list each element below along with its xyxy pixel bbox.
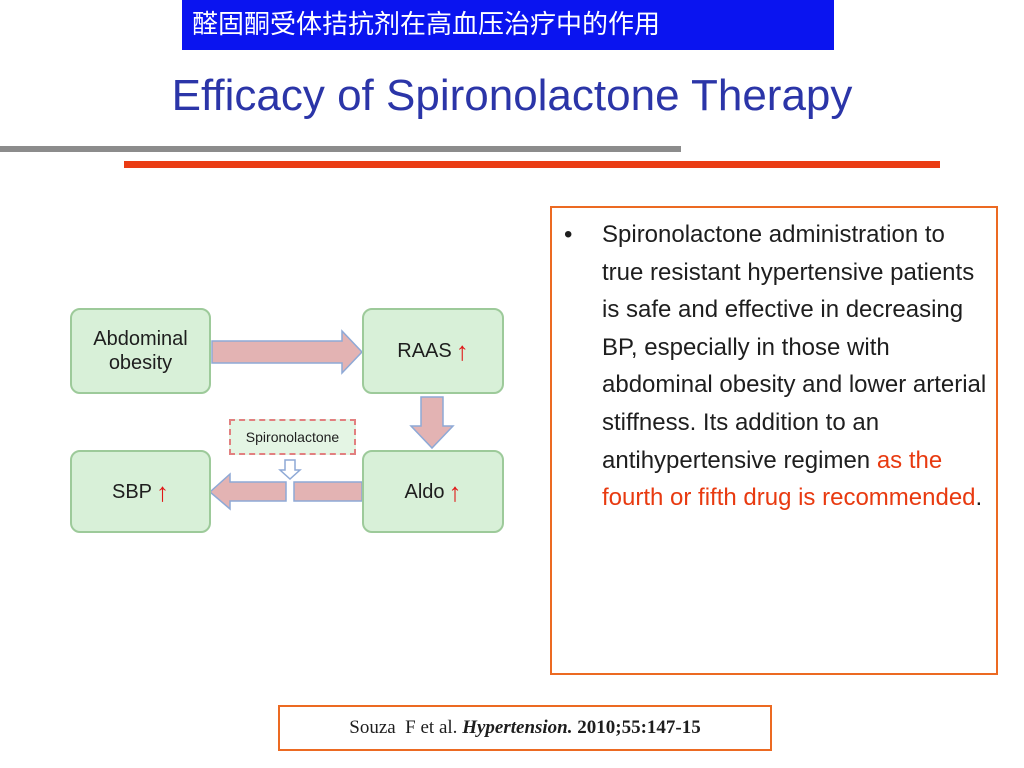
node-abdominal-obesity: Abdominal obesity [70, 308, 211, 394]
citation-authors: Souza F et al. [349, 717, 463, 738]
chinese-title-banner: 醛固酮受体拮抗剂在高血压治疗中的作用 [182, 0, 834, 50]
arrow-aldo-to-sbp-left-segment [208, 472, 287, 511]
summary-box: • Spironolactone administration to true … [550, 206, 998, 675]
node-abdominal-obesity-label: Abdominal obesity [93, 328, 188, 374]
arrow-aldo-to-sbp-right-segment [293, 481, 363, 502]
summary-body: Spironolactone administration to true re… [602, 221, 987, 474]
node-sbp: SBP ↑ [70, 450, 211, 533]
node-aldo: Aldo ↑ [362, 450, 504, 533]
arrow-obesity-to-raas [211, 329, 364, 375]
node-aldo-label: Aldo [404, 480, 445, 503]
spironolactone-box: Spironolactone [229, 419, 356, 455]
citation-box: Souza F et al. Hypertension. 2010;55:147… [278, 705, 772, 751]
arrow-raas-to-aldo [409, 396, 455, 450]
mechanism-diagram: Abdominal obesity RAAS ↑ SBP ↑ Aldo ↑ Sp… [60, 300, 520, 545]
title-underline-gray [0, 146, 681, 152]
node-raas-label: RAAS [397, 340, 452, 362]
citation-journal: Hypertension. [462, 717, 573, 738]
summary-recommendation: as the fourth or fifth drug is recommend… [602, 446, 976, 512]
sbp-increase-arrow-icon: ↑ [156, 476, 170, 507]
aldo-increase-arrow-icon: ↑ [448, 476, 462, 507]
slide-title: Efficacy of Spironolactone Therapy [171, 71, 853, 120]
citation-reference: 2010;55:147-15 [572, 717, 701, 738]
raas-increase-arrow-icon: ↑ [455, 336, 469, 366]
summary-text: Spironolactone administration to true re… [602, 216, 992, 517]
node-sbp-label: SBP [111, 480, 153, 503]
title-underline-red [124, 161, 940, 168]
spironolactone-block-arrow [278, 459, 302, 481]
diagram-arrows [208, 329, 455, 511]
bullet-icon: • [564, 221, 573, 248]
summary-period: . [975, 484, 983, 512]
spironolactone-label: Spironolactone [245, 429, 340, 445]
node-raas: RAAS ↑ [362, 308, 504, 394]
chinese-title: 醛固酮受体拮抗剂在高血压治疗中的作用 [192, 10, 661, 40]
